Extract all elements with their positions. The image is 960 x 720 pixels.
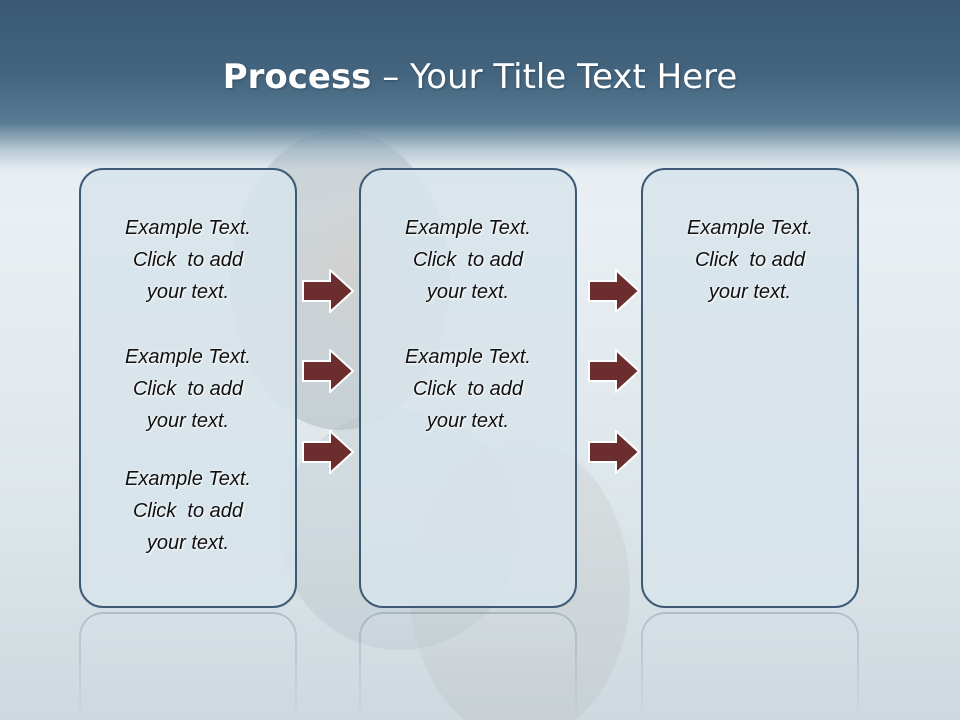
text-line: Click to add <box>412 249 524 271</box>
text-line: Example Text. <box>125 468 251 490</box>
box-reflection <box>359 612 577 720</box>
text-line: Example Text. <box>405 217 531 239</box>
right-arrow-icon[interactable] <box>588 269 640 313</box>
text-line: Click to add <box>412 378 524 400</box>
text-block[interactable]: Example Text. Click to add your text. <box>643 212 857 308</box>
text-line: your text. <box>708 281 792 303</box>
text-line: Click to add <box>132 378 244 400</box>
text-block[interactable]: Example Text. Click to add your text. <box>81 463 295 559</box>
text-block[interactable]: Example Text. Click to add your text. <box>81 212 295 308</box>
title-bold-text: Process <box>222 57 372 97</box>
title-rest-text: – Your Title Text Here <box>371 57 738 97</box>
box-reflection <box>641 612 859 720</box>
text-line: your text. <box>426 410 510 432</box>
text-line: Example Text. <box>125 217 251 239</box>
text-block[interactable]: Example Text. Click to add your text. <box>361 212 575 308</box>
right-arrow-icon[interactable] <box>302 269 354 313</box>
text-line: Click to add <box>694 249 806 271</box>
text-line: your text. <box>426 281 510 303</box>
right-arrow-icon[interactable] <box>302 430 354 474</box>
text-line: your text. <box>146 532 230 554</box>
right-arrow-icon[interactable] <box>302 349 354 393</box>
slide-title[interactable]: Process – Your Title Text Here <box>0 55 960 99</box>
box-reflection <box>79 612 297 720</box>
text-line: Click to add <box>132 500 244 522</box>
text-line: Example Text. <box>125 346 251 368</box>
right-arrow-icon[interactable] <box>588 430 640 474</box>
text-line: your text. <box>146 281 230 303</box>
text-line: Example Text. <box>687 217 813 239</box>
text-line: your text. <box>146 410 230 432</box>
title-bar <box>0 0 960 170</box>
process-box-3[interactable]: Example Text. Click to add your text. <box>641 168 859 608</box>
text-block[interactable]: Example Text. Click to add your text. <box>361 341 575 437</box>
process-box-2[interactable]: Example Text. Click to add your text. Ex… <box>359 168 577 608</box>
process-box-1[interactable]: Example Text. Click to add your text. Ex… <box>79 168 297 608</box>
right-arrow-icon[interactable] <box>588 349 640 393</box>
text-line: Example Text. <box>405 346 531 368</box>
text-block[interactable]: Example Text. Click to add your text. <box>81 341 295 437</box>
text-line: Click to add <box>132 249 244 271</box>
